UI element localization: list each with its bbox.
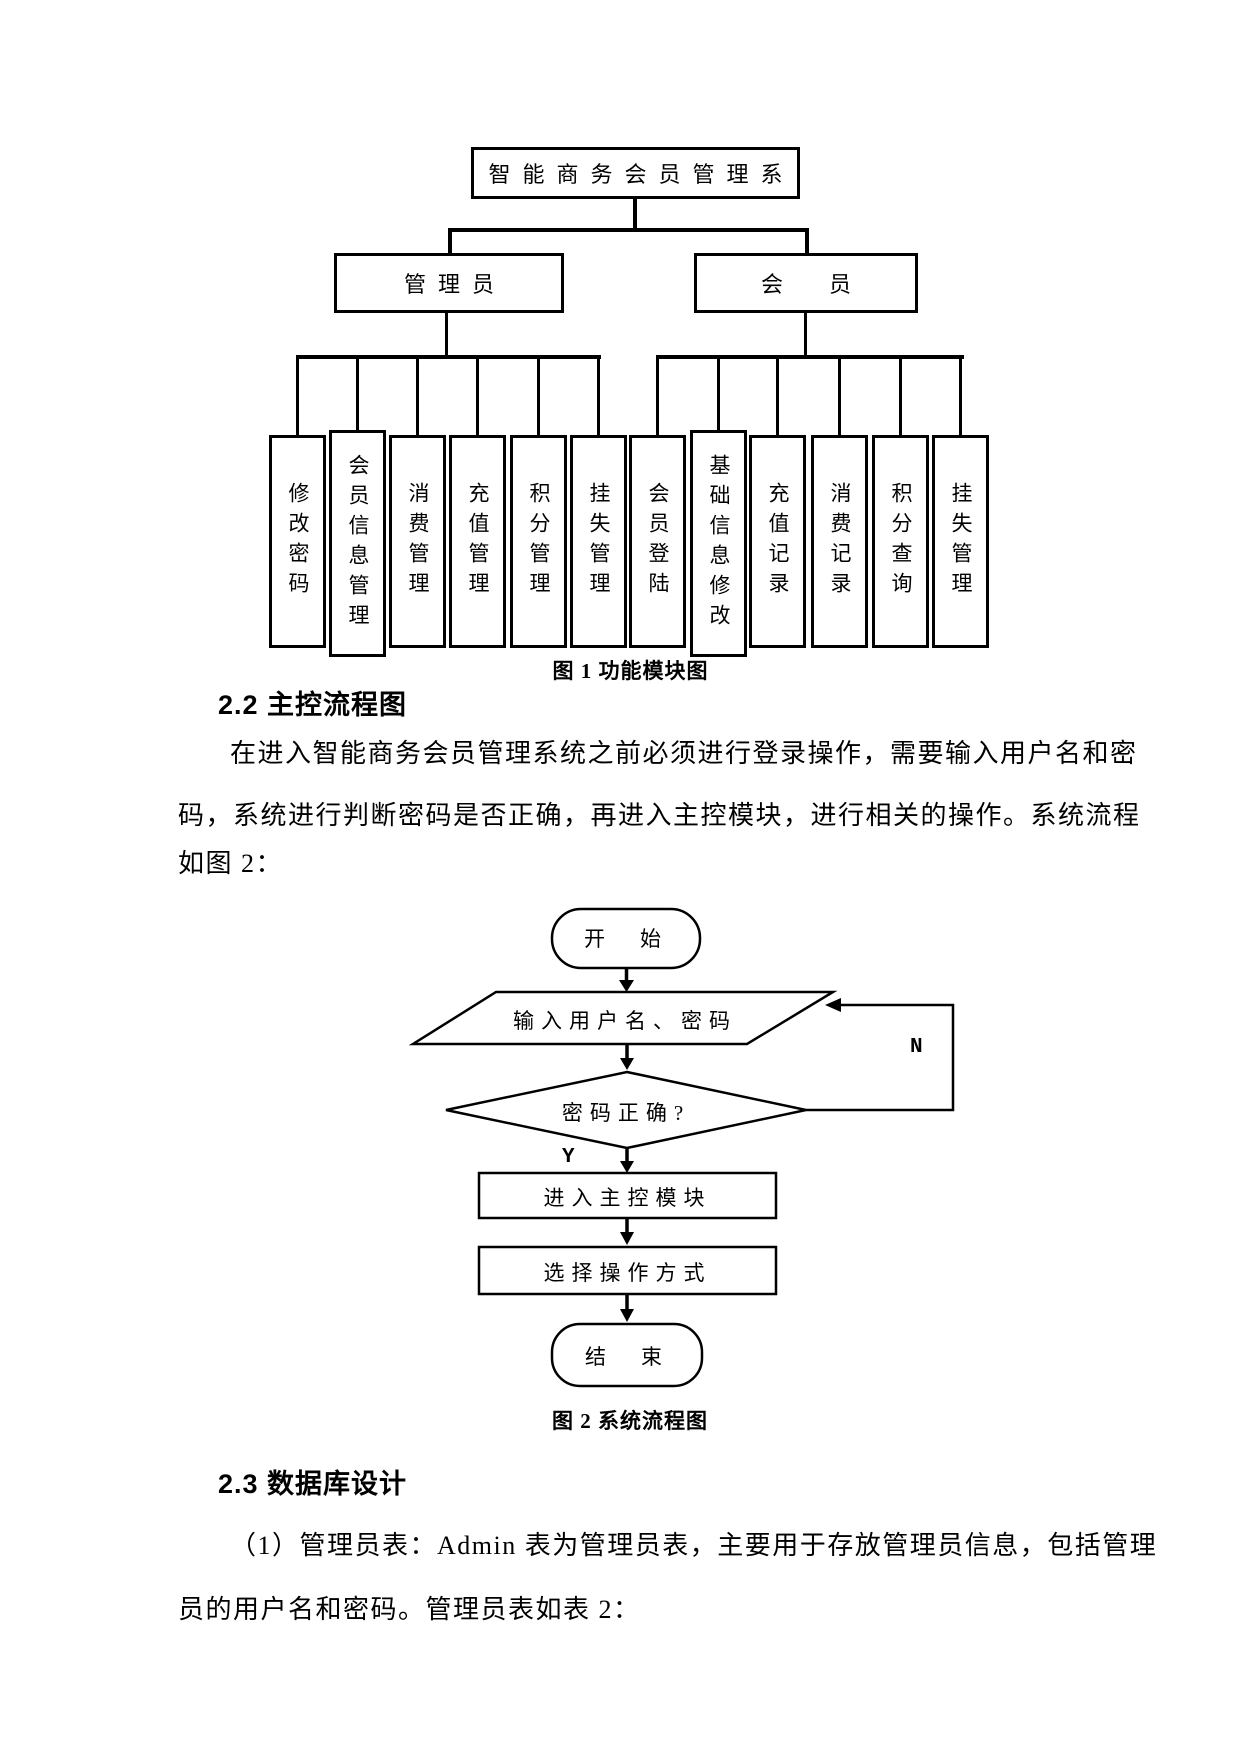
arrow-head: [825, 998, 841, 1012]
flowchart-decision-label: 密码正确?: [561, 1101, 691, 1125]
tree-leaf-label: 挂失管理: [587, 481, 611, 602]
tree-leaf-box: 积分查询: [872, 435, 929, 648]
connector-line: [717, 355, 720, 430]
connector-line: [838, 355, 841, 435]
connector-line: [597, 355, 600, 435]
flowchart-end-label: 结 束: [585, 1345, 669, 1369]
connector-line: [959, 355, 962, 435]
flowchart-figure: [408, 907, 955, 1388]
tree-leaf-label: 消费管理: [406, 481, 430, 602]
connector-line: [476, 355, 479, 435]
connector-line: [296, 355, 299, 435]
flowchart-process1-shape: [477, 1171, 778, 1220]
tree-leaf-box: 会员信息管理: [329, 430, 386, 657]
flowchart-no-label: N: [910, 1036, 923, 1059]
connector-line: [633, 199, 637, 230]
flowchart-input-label: 输入用户名、密码: [513, 1009, 737, 1033]
flowchart-process1-label: 进入主控模块: [543, 1186, 712, 1210]
tree-member-label: 会 员: [760, 272, 863, 297]
tree-leaf-label: 基础信息修改: [707, 453, 731, 634]
feedback-loop-line: [806, 1003, 955, 1112]
tree-leaf-label: 会员信息管理: [346, 453, 370, 634]
paragraph-line: （1）管理员表：Admin 表为管理员表，主要用于存放管理员信息，包括管理: [230, 1531, 1158, 1560]
tree-leaf-box: 挂失管理: [932, 435, 989, 648]
tree-admin-box: 管理员: [334, 253, 564, 313]
connector-line: [296, 355, 601, 359]
figure2-caption: 图 2 系统流程图: [552, 1409, 708, 1433]
tree-leaf-box: 基础信息修改: [690, 430, 747, 657]
arrow-head: [620, 1309, 634, 1322]
flowchart-yes-label: Y: [562, 1146, 575, 1169]
connector-line: [805, 228, 809, 255]
arrow-head: [619, 980, 634, 992]
tree-leaf-box: 充值记录: [749, 435, 806, 648]
connector-line: [445, 313, 448, 357]
tree-leaf-label: 修改密码: [286, 481, 310, 602]
connector-line: [804, 313, 807, 357]
connector-line: [537, 355, 540, 435]
flowchart-end-shape: [550, 1322, 704, 1388]
tree-leaf-label: 充值记录: [766, 481, 790, 602]
tree-leaf-label: 会员登陆: [646, 481, 670, 602]
tree-root-label: 智能商务会员管理系: [488, 162, 795, 187]
tree-leaf-label: 充值管理: [466, 481, 490, 602]
tree-leaf-label: 消费记录: [828, 481, 852, 602]
connector-line: [656, 355, 659, 435]
connector-line: [416, 355, 419, 435]
tree-leaf-box: 积分管理: [510, 435, 567, 648]
arrow-head: [620, 1232, 634, 1245]
tree-root-box: 智能商务会员管理系: [471, 147, 800, 199]
paragraph-line: 码，系统进行判断密码是否正确，再进入主控模块，进行相关的操作。系统流程: [178, 801, 1141, 830]
paragraph-line: 在进入智能商务会员管理系统之前必须进行登录操作，需要输入用户名和密: [230, 739, 1138, 768]
flowchart-process2-label: 选择操作方式: [543, 1261, 712, 1285]
tree-leaf-label: 积分查询: [889, 481, 913, 602]
flowchart-process2-shape: [477, 1245, 778, 1296]
figure1-caption: 图 1 功能模块图: [552, 659, 709, 683]
tree-leaf-box: 消费管理: [389, 435, 446, 648]
tree-leaf-label: 积分管理: [527, 481, 551, 602]
section-2-2-heading: 2.2 主控流程图: [218, 690, 408, 720]
tree-leaf-box: 修改密码: [269, 435, 326, 648]
connector-line: [899, 355, 902, 435]
flowchart-start-label: 开 始: [584, 927, 668, 951]
arrow-head: [620, 1058, 634, 1070]
tree-leaf-box: 挂失管理: [570, 435, 627, 648]
connector-line: [356, 355, 359, 430]
arrow-head: [620, 1161, 634, 1173]
tree-leaf-box: 会员登陆: [629, 435, 686, 648]
tree-leaf-box: 充值管理: [449, 435, 506, 648]
tree-leaf-box: 消费记录: [811, 435, 868, 648]
paragraph-line: 如图 2：: [178, 849, 284, 878]
connector-line: [656, 355, 964, 359]
tree-member-box: 会 员: [694, 253, 918, 313]
connector-line: [448, 228, 452, 255]
connector-line: [448, 228, 809, 232]
flowchart-input-shape: [408, 990, 838, 1046]
paragraph-line: 员的用户名和密码。管理员表如表 2：: [178, 1595, 641, 1624]
section-2-3-heading: 2.3 数据库设计: [218, 1469, 408, 1499]
tree-admin-label: 管理员: [403, 272, 506, 297]
tree-leaf-label: 挂失管理: [949, 481, 973, 602]
connector-line: [776, 355, 779, 435]
